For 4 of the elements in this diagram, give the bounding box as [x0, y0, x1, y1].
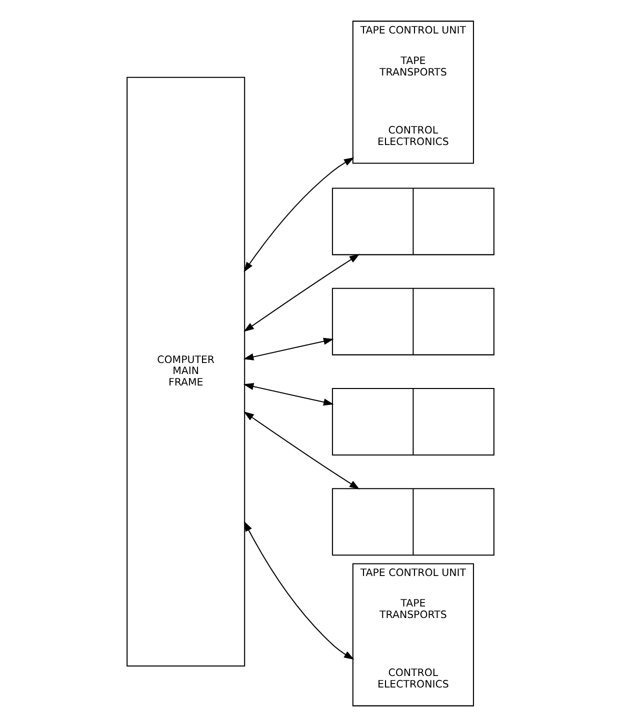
node-text: CONTROL ELECTRONICS	[377, 126, 448, 148]
node-text: TAPE TRANSPORTS	[379, 598, 446, 621]
node-text: CONTROL ELECTRONICS	[377, 668, 448, 690]
node-text: TAPE TRANSPORTS	[379, 56, 446, 78]
